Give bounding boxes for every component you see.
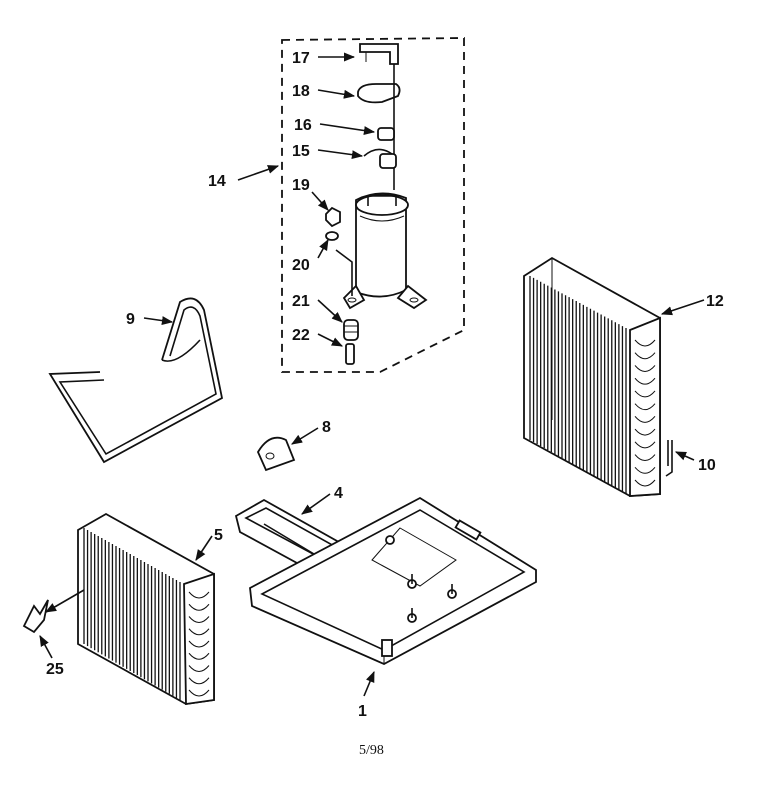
callout-22: 22 [292,327,310,344]
part-8-mount-block [256,436,296,472]
callout-21: 21 [292,293,310,310]
part-16-terminal [377,127,395,141]
part-25-retainer-clip [22,599,49,634]
callout-14: 14 [208,173,226,190]
tube-bend [188,677,210,685]
compressor-assembly-box [281,37,465,373]
part-1-base-pan [249,496,537,666]
callout-8: 8 [322,419,331,436]
callout-20: 20 [292,257,310,274]
part-15-wire [363,148,397,169]
callout-17: 17 [292,50,310,67]
tube-bend [188,616,210,623]
tube-bend [188,652,210,660]
part-9-wire-bracket [48,297,224,464]
condenser-tube-bends [634,339,656,487]
part-19-nut [325,206,341,228]
tube-bend [634,403,656,411]
tube-bend [634,377,656,385]
tube-bend [188,640,210,648]
tube-bend [634,479,656,487]
part-22-sleeve [345,343,355,365]
part-17-clip [359,43,399,65]
callout-9: 9 [126,311,135,328]
part-20-washer [325,231,339,241]
tube-bend [634,441,656,449]
tube-bend [188,591,210,599]
callout-12: 12 [706,293,724,310]
callout-1: 1 [358,703,367,720]
tube-bend [188,628,210,636]
evaporator-tube-bends [188,591,210,697]
tube-bend [634,352,656,360]
callout-18: 18 [292,83,310,100]
tube-bend [188,603,210,611]
part-18-terminal-cover [357,83,401,104]
compressor [335,192,428,310]
callout-5: 5 [214,527,223,544]
part-12-condenser-coil [523,256,661,497]
callout-labels: 17 18 16 15 14 19 20 21 22 9 12 8 10 4 5… [46,50,724,720]
part-21-grommet [343,319,359,341]
evaporator-fins [83,528,181,700]
tube-bend [634,390,656,398]
part-10-clip [665,440,673,477]
diagram-date: 5/98 [359,743,384,758]
tube-bend [188,689,210,697]
tube-bend [634,428,656,436]
callout-10: 10 [698,457,716,474]
tube-bend [634,466,656,474]
leader-lines [39,52,705,697]
callout-4: 4 [334,485,343,502]
tube-bend [634,416,656,423]
callout-16: 16 [294,117,312,134]
tube-bend [634,454,656,462]
callout-25: 25 [46,661,64,678]
part-5-evaporator-coil [77,512,215,706]
tube-bend [634,339,656,347]
tube-bend [188,665,210,672]
condenser-fins [529,276,627,494]
callout-15: 15 [292,143,310,160]
tube-bend [634,365,656,372]
callout-19: 19 [292,177,310,194]
